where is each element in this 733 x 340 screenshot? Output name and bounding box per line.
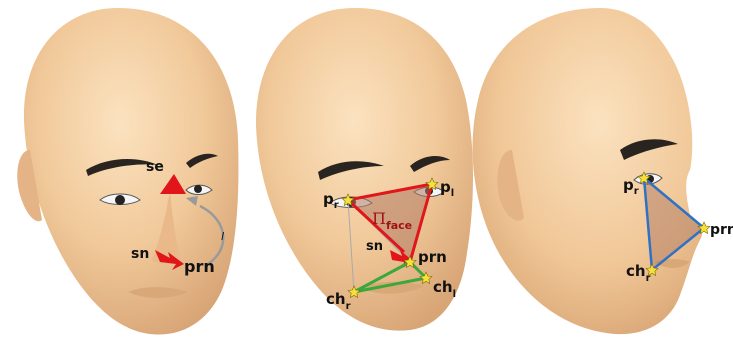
panel-3-head: pr prn chr bbox=[473, 8, 733, 334]
label-sn: sn bbox=[131, 246, 149, 262]
label-se: se bbox=[146, 159, 164, 175]
label-sn: sn bbox=[366, 239, 383, 254]
left-pupil bbox=[115, 195, 125, 205]
label-prn: prn bbox=[710, 222, 733, 238]
panel-2-head: pr pl Πface sn prn chl chr bbox=[256, 8, 473, 331]
panel-1-head: se l sn prn bbox=[17, 8, 238, 335]
label-prn: prn bbox=[184, 257, 215, 276]
right-pupil bbox=[194, 185, 202, 193]
label-prn: prn bbox=[418, 248, 447, 266]
head-shape bbox=[24, 8, 239, 335]
label-l: l bbox=[221, 230, 224, 243]
